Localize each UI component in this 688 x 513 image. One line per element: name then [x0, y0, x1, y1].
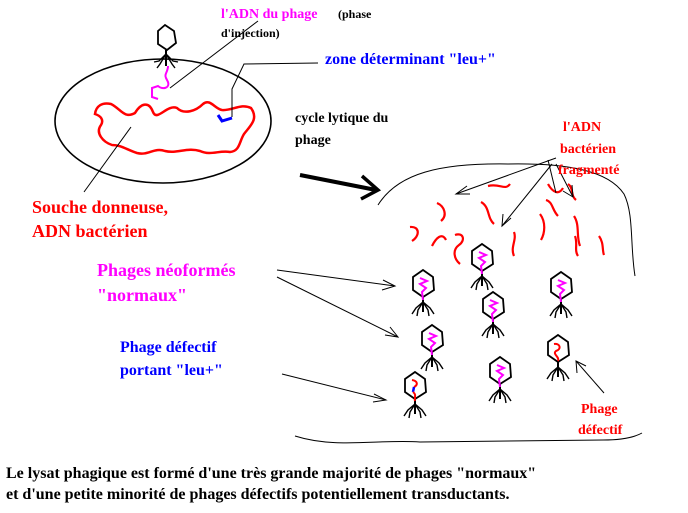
caption-line-1: Le lysat phagique est formé d'une très g…: [6, 465, 537, 482]
lytic-cycle-arrow: [299, 173, 382, 201]
label-phages-neo-2: "normaux": [97, 285, 187, 305]
label-phase-2: d'injection): [221, 26, 280, 40]
arrows-phages-normaux: [276, 269, 400, 338]
label-defectif-1: Phage défectif: [120, 339, 217, 356]
phage-normal: [549, 270, 573, 319]
label-adn-bact-2: bactérien: [560, 142, 616, 157]
injecting-phage: [151, 23, 179, 100]
phage-normal: [481, 290, 505, 339]
label-souche-2: ADN bactérien: [32, 221, 147, 241]
label-phages-neo-1: Phages néoformés: [97, 260, 235, 280]
pointer-adn-phage: [169, 20, 259, 89]
phage-normal: [411, 268, 435, 317]
phage-defective: [546, 333, 570, 382]
dna-fragments: [409, 183, 606, 265]
caption-line-2: et d'une petite minorité de phages défec…: [6, 486, 510, 503]
phage-normal: [420, 323, 444, 372]
arrow-phage-defectif: [575, 360, 605, 394]
label-phase-1: (phase: [338, 7, 372, 21]
phage-defective-leu: [403, 370, 427, 419]
lysed-cell-outline: [377, 163, 636, 277]
bacterial-chromosome: [93, 101, 256, 155]
label-adn-bact-3: fragmenté: [558, 163, 619, 178]
arrows-adn-fragments: [454, 157, 574, 228]
label-adn-phage: l'ADN du phage: [221, 7, 317, 22]
lysed-cell-floor: [294, 432, 643, 444]
leu-zone-segment: [216, 114, 233, 123]
phage-normal: [470, 242, 494, 291]
phage-head: [157, 23, 177, 52]
bacterial-cell: [54, 58, 272, 184]
label-adn-bact-1: l'ADN: [563, 120, 601, 135]
figure-caption: Le lysat phagique est formé d'une très g…: [6, 463, 686, 505]
label-phage-def-1: Phage: [581, 402, 618, 417]
pointer-souche: [83, 126, 132, 193]
pointer-leu-zone: [231, 62, 319, 117]
phage-normal: [488, 355, 512, 404]
label-phage-def-2: défectif: [578, 423, 623, 438]
label-defectif-2: portant "leu+": [120, 362, 223, 379]
label-zone-leu: zone déterminant "leu+": [325, 51, 496, 68]
arrow-defectif-leu: [281, 373, 388, 403]
label-cycle-1: cycle lytique du: [295, 111, 389, 126]
label-souche-1: Souche donneuse,: [32, 197, 168, 217]
label-cycle-2: phage: [295, 133, 331, 148]
